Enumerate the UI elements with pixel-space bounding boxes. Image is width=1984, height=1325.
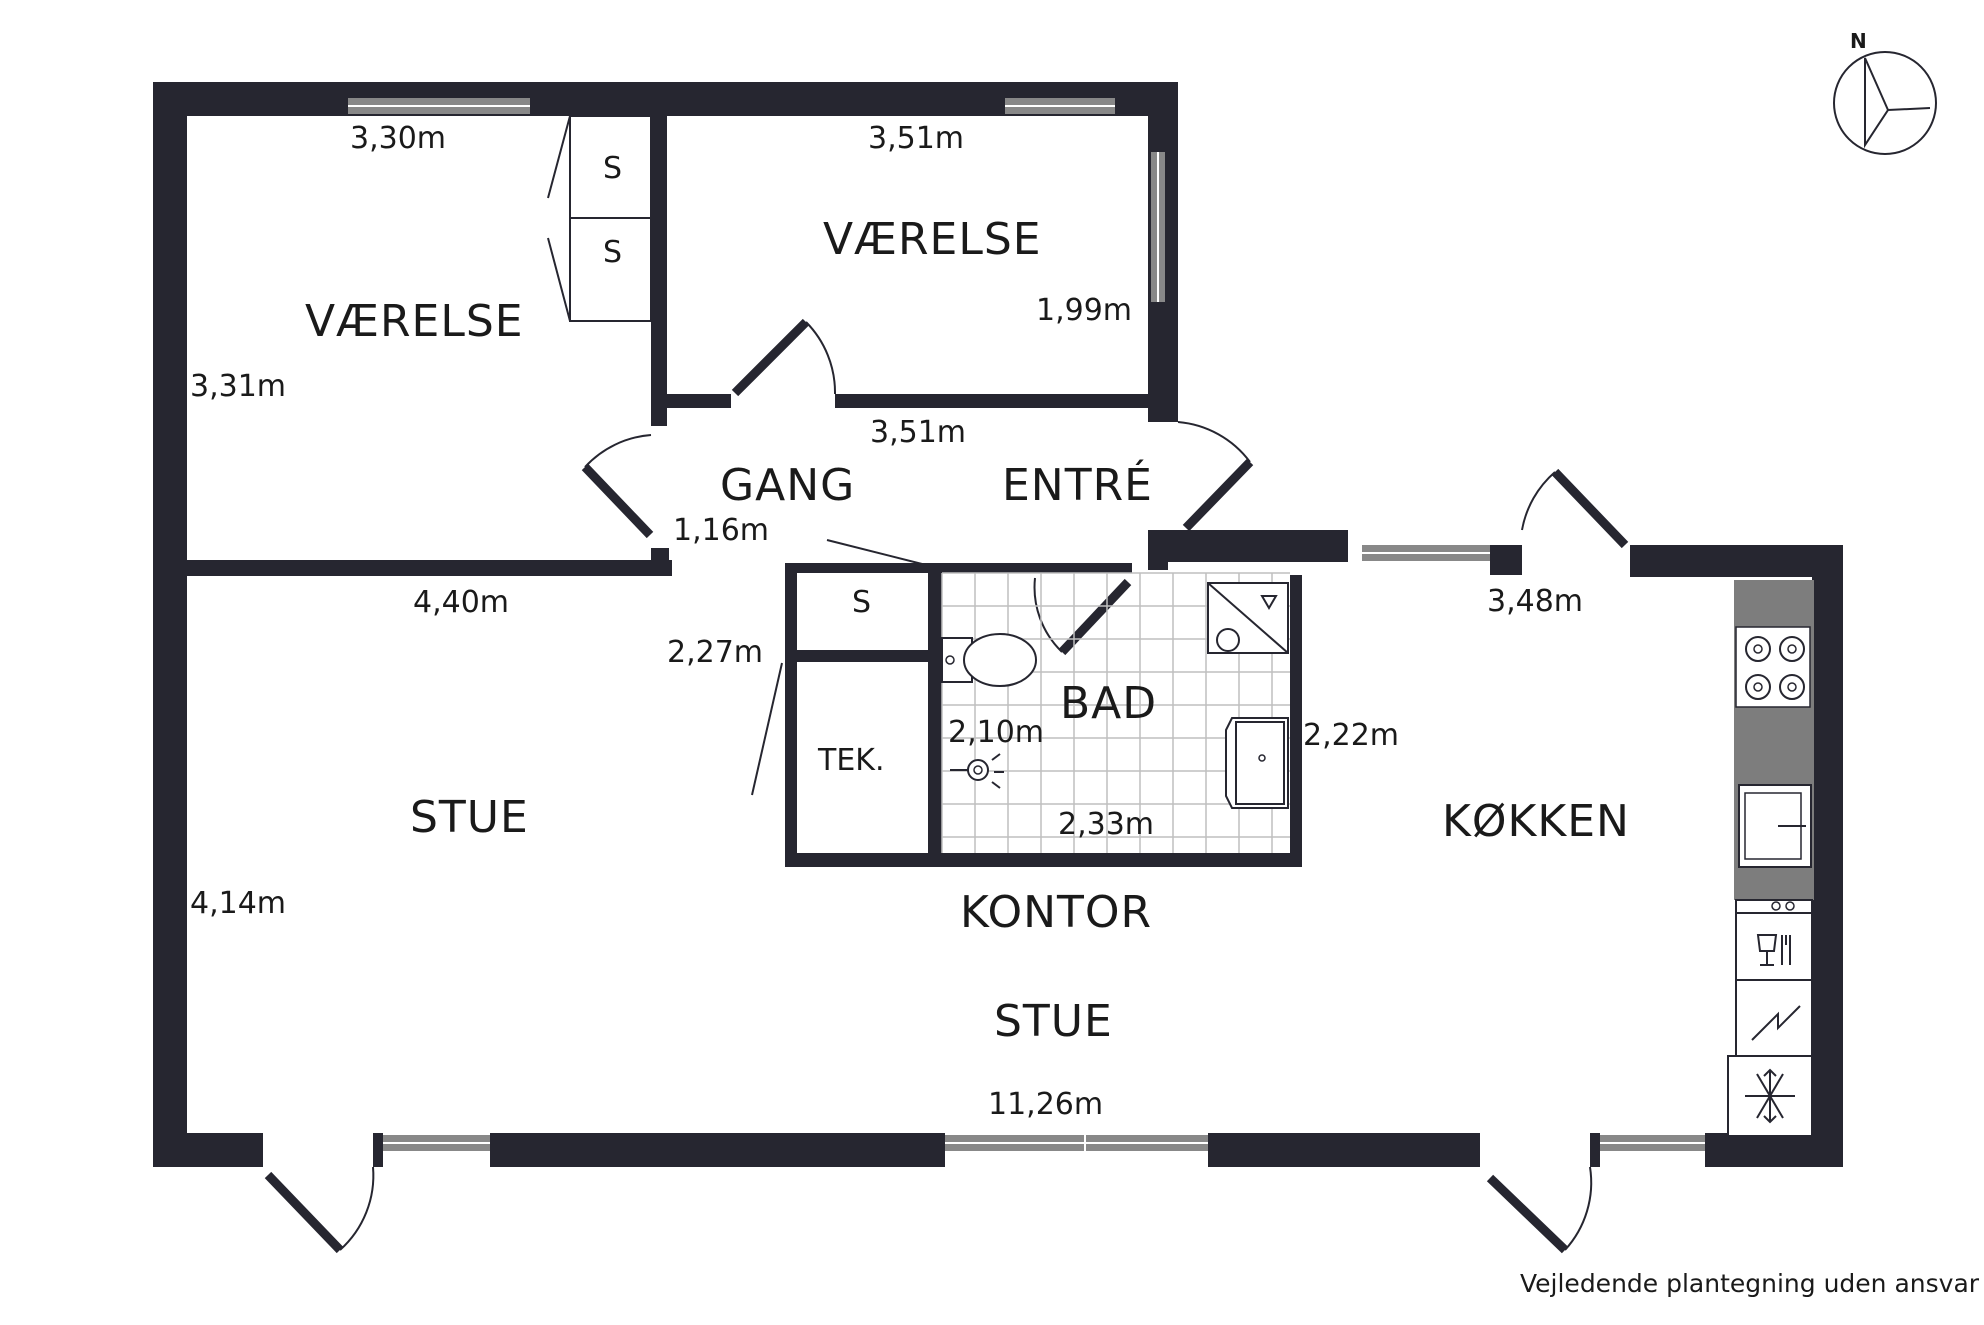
dimension-label: 1,16m [673,513,769,548]
compass-icon: N [1833,29,1937,155]
dimension-labels: 3,30m 3,51m 1,99m 3,31m 3,51m 1,16m 4,40… [190,121,1583,1122]
room-label-vaerelse-right: VÆRELSE [823,214,1042,265]
room-label-bad: BAD [1060,678,1157,729]
compass-label: N [1850,29,1867,53]
room-labels: VÆRELSE VÆRELSE GANG ENTRÉ BAD TEK. STUE… [305,151,1630,1047]
room-label-kokken: KØKKEN [1442,796,1630,847]
dimension-label: 3,51m [870,415,966,450]
windows [348,98,1705,1151]
closet-label-s1: S [603,151,622,186]
room-label-tek: TEK. [817,743,885,778]
stove-icon [1745,636,1805,700]
doors [264,318,1629,1254]
walls [153,82,1843,1167]
dimension-label: 2,10m [948,715,1044,750]
dimension-label: 3,48m [1487,584,1583,619]
dimension-label: 3,30m [350,121,446,156]
dimension-label: 11,26m [988,1087,1103,1122]
closet-label-s3: S [852,585,871,620]
room-label-gang: GANG [720,460,855,511]
dimension-label: 4,14m [190,886,286,921]
dimension-label: 3,31m [190,369,286,404]
dishwasher-icon [1735,899,1813,981]
dimension-label: 2,27m [667,635,763,670]
sink-icon [1738,784,1812,868]
dimension-label: 2,33m [1058,807,1154,842]
room-label-kontor: KONTOR [960,887,1152,938]
dimension-label: 4,40m [413,585,509,620]
closet-label-s2: S [603,235,622,270]
room-label-entre: ENTRÉ [1002,458,1153,511]
room-label-stue-bottom: STUE [994,996,1113,1047]
dimension-label: 3,51m [868,121,964,156]
wardrobe [547,115,652,322]
kitchen-appliances [1727,580,1814,1137]
dimension-label: 1,99m [1036,293,1132,328]
room-label-vaerelse-left: VÆRELSE [305,296,524,347]
room-label-stue-left: STUE [410,792,529,843]
freezer-icon [1727,1055,1813,1137]
oven-icon [1735,979,1813,1057]
bathroom-fixtures [941,582,1289,809]
disclaimer-text: Vejledende plantegning uden ansvar [1520,1269,1980,1298]
dimension-label: 2,22m [1303,718,1399,753]
